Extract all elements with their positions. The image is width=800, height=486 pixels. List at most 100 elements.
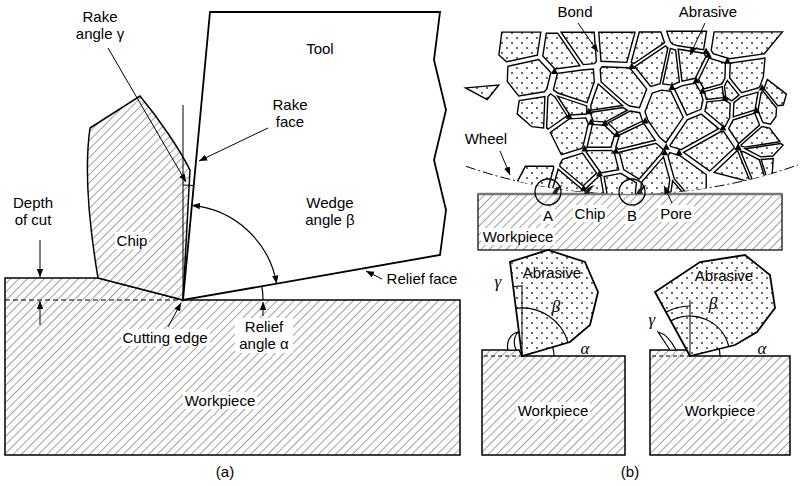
rake-angle-arc	[513, 285, 522, 287]
abrasive-grain	[655, 255, 775, 356]
dimension-arrow	[40, 301, 41, 325]
angle-symbol: γ	[647, 310, 658, 330]
part-label: Abrasive	[677, 3, 739, 20]
bond-material	[722, 94, 729, 101]
bond-material	[705, 51, 712, 58]
abrasive-grain	[675, 83, 704, 115]
workpiece-body	[650, 350, 790, 455]
abrasive-grain	[550, 169, 584, 198]
bond-material	[613, 131, 620, 138]
leader-line	[263, 302, 264, 316]
bond-material	[602, 119, 609, 126]
panel-label: (b)	[619, 463, 641, 480]
part-label: Cutting edge	[121, 329, 210, 346]
abrasive-grain	[699, 58, 726, 89]
detail-circle	[619, 179, 645, 205]
workpiece-body	[5, 278, 460, 455]
bond-material	[551, 68, 558, 75]
abrasive-grain	[466, 85, 499, 100]
angle-symbol: β	[550, 297, 562, 317]
chip-curl	[658, 332, 676, 350]
rake-angle-arc	[183, 184, 194, 186]
abrasive-grain	[561, 32, 596, 64]
bond-material	[661, 149, 668, 156]
part-label: Workpiece	[516, 402, 591, 419]
abrasive-grain	[587, 124, 615, 147]
grain-cluster	[466, 31, 787, 198]
part-label: Bond	[556, 3, 595, 20]
relief-angle-arc	[262, 286, 263, 300]
vertical-reference-line	[183, 105, 184, 300]
abrasive-grain	[711, 32, 782, 59]
leader-line	[690, 23, 705, 55]
leader-line	[168, 303, 181, 327]
part-label: Abrasive	[693, 267, 755, 284]
part-label: Workpiece	[481, 228, 556, 245]
relief-angle-arc	[718, 349, 720, 356]
bond-material	[735, 144, 742, 151]
dimension-arrow	[40, 240, 41, 277]
bond-material	[663, 143, 670, 150]
vertical-reference-line	[522, 285, 523, 356]
vertical-reference-line	[690, 300, 691, 356]
part-label: Relief face	[385, 270, 460, 287]
panel-label: (a)	[214, 463, 236, 480]
abrasive-grain	[761, 159, 773, 185]
leader-line	[578, 23, 598, 52]
depth-dashed-line	[652, 355, 689, 356]
angle-symbol: α	[756, 339, 769, 359]
callout-letter: B	[625, 207, 639, 224]
relief-angle-arc	[553, 347, 554, 356]
bond-material	[566, 112, 573, 119]
depth-dashed-line	[5, 299, 183, 300]
chip-curl	[507, 332, 518, 350]
bond-material	[628, 63, 635, 70]
abrasive-grain	[670, 114, 719, 150]
part-label: Workpiece	[683, 402, 758, 419]
abrasive-grain	[730, 58, 765, 93]
abrasive-grain	[591, 84, 623, 110]
chip-curl	[584, 185, 595, 194]
abrasive-grain	[631, 32, 664, 64]
part-label: Tool	[304, 40, 336, 57]
bond-material	[735, 144, 742, 151]
bond-material	[585, 108, 592, 115]
bond-material	[588, 118, 595, 125]
part-label: Abrasive	[521, 264, 583, 281]
angle-label: Rake angle γ	[68, 8, 132, 43]
angle-symbol: γ	[493, 272, 504, 292]
abrasive-grain	[499, 32, 541, 62]
leader-line	[366, 271, 382, 279]
abrasive-grain	[704, 87, 723, 100]
abrasive-grain	[586, 151, 619, 173]
abrasive-grain	[667, 31, 707, 49]
wedge-angle-arc	[671, 316, 729, 346]
bond-material	[724, 57, 731, 64]
bond-material	[596, 170, 603, 177]
part-label: Chip	[115, 232, 150, 249]
bond-material	[699, 87, 706, 94]
bond-material	[759, 84, 766, 91]
depth-dashed-line	[484, 355, 521, 356]
bond-material	[669, 84, 676, 91]
tool-body	[183, 12, 446, 300]
abrasive-grain	[663, 48, 680, 85]
bond-material	[693, 77, 700, 84]
abrasive-grain	[714, 151, 750, 182]
abrasive-grain	[547, 94, 567, 129]
chip-body	[88, 96, 190, 300]
bond-material	[676, 149, 683, 156]
rake-angle-arc	[666, 306, 690, 312]
abrasive-grain	[758, 91, 777, 124]
wedge-angle-arc	[192, 205, 277, 283]
abrasive-grain	[745, 144, 783, 157]
callout-letter: A	[541, 207, 555, 224]
bond-material	[642, 117, 649, 124]
workpiece-body	[482, 350, 625, 455]
bond-material	[612, 147, 619, 154]
angle-label: Wedge angle β	[300, 194, 360, 229]
part-label: Workpiece	[183, 392, 258, 409]
abrasive-grain	[517, 97, 545, 129]
part-label: Rake face	[266, 96, 315, 131]
